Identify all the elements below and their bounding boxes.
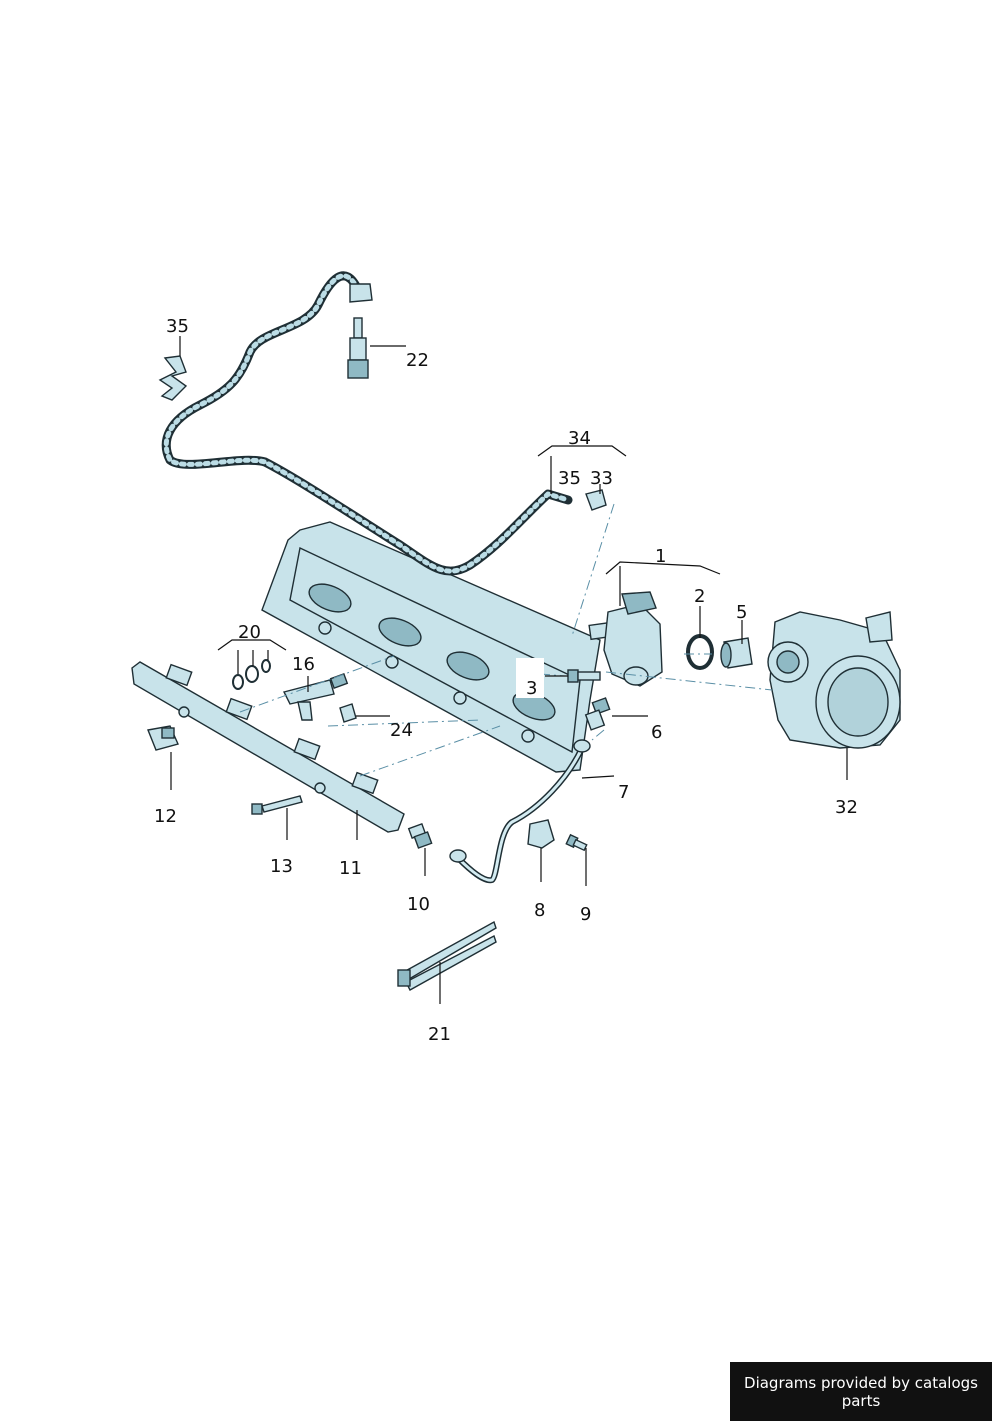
callout-16: 16: [292, 654, 315, 675]
callout-10: 10: [407, 894, 430, 915]
clip-24: [339, 703, 357, 723]
bolt-3: [567, 669, 601, 683]
pressure-sensor-12: [147, 725, 179, 751]
leader-lines: [170, 336, 848, 1004]
injector-16: [282, 673, 349, 721]
connector-22: [347, 317, 369, 379]
sleeve-5: [720, 637, 753, 669]
union-6: [584, 697, 611, 731]
callout-labels: 1 2 5 3 6 7 8 9 10 11 12 13 16 20 21 22 …: [154, 316, 858, 1045]
callout-13: 13: [270, 856, 293, 877]
pressure-pipe-7: [449, 739, 591, 884]
bracket-8: [527, 819, 555, 849]
callout-6: 6: [651, 722, 662, 743]
callout-8: 8: [534, 900, 545, 921]
cap-33: [585, 489, 607, 511]
callout-20: 20: [238, 622, 261, 643]
vacuum-hose: [161, 271, 573, 576]
o-ring-2: [686, 634, 714, 670]
callout-12: 12: [154, 806, 177, 827]
callout-35-clip: 35: [166, 316, 189, 337]
fuel-rail: [131, 661, 405, 833]
callout-9: 9: [580, 904, 591, 925]
label-box-3: [516, 658, 544, 698]
callout-2: 2: [694, 586, 705, 607]
clip-35: [158, 355, 188, 401]
screw-9: [565, 833, 588, 852]
callout-21: 21: [428, 1024, 451, 1045]
vacuum-pump: [767, 611, 901, 749]
callout-7: 7: [618, 782, 629, 803]
callout-33: 33: [590, 468, 613, 489]
callout-22: 22: [406, 350, 429, 371]
bolt-13: [251, 795, 303, 815]
callout-32: 32: [835, 797, 858, 818]
callout-35-hose: 35: [558, 468, 581, 489]
callout-5: 5: [736, 602, 747, 623]
callout-24: 24: [390, 720, 413, 741]
high-pressure-pump: [588, 591, 663, 687]
callout-3: 3: [526, 678, 537, 699]
alignment-lines: [239, 503, 773, 777]
cylinder-head: [261, 521, 601, 773]
fitting-10: [407, 823, 433, 849]
callout-1: 1: [655, 546, 666, 567]
attribution-footer: Diagrams provided by catalogs parts: [730, 1362, 992, 1421]
callout-34: 34: [568, 428, 591, 449]
seals-20: [232, 659, 271, 690]
callout-11: 11: [339, 858, 362, 879]
cable-ties-21: [397, 920, 497, 991]
